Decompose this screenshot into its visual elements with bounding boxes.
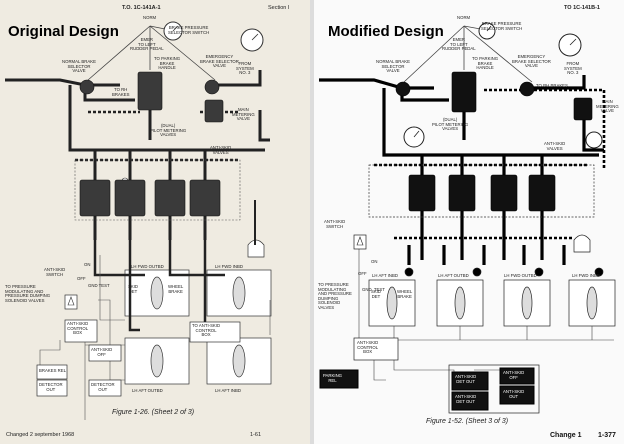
- pressure-modulating-label: TO PRESSURE MODULATING AND PRESSURE DUMP…: [318, 282, 352, 310]
- emer-pedal-label: EMER TO LEFT RUDDER PEDAL: [130, 37, 164, 52]
- on-label: ON: [84, 262, 91, 267]
- emer-pedal-label: EMER TO LEFT RUDDER PEDAL: [442, 37, 476, 52]
- brakes-rel-label: BRAKES REL: [39, 368, 66, 373]
- parking-handle-label: TO PARKING BRAKE HANDLE: [472, 56, 499, 71]
- gnd-test-label: GND TEST: [88, 283, 110, 288]
- pilot-metering-label: (DUAL) PILOT METERING VALVES: [150, 123, 187, 138]
- detector-out-label: DETECTOR OUT: [39, 382, 63, 392]
- lh-fwd-outbd-label: LH FWD OUTBD: [131, 264, 164, 269]
- on-label: ON: [371, 259, 378, 264]
- control-box-label: ANTI-SKID CONTROL BOX: [67, 321, 89, 336]
- antiskid-off-label: ANTI-SKID OFF: [91, 347, 113, 357]
- antiskid-out-label-1: ANTI-SKID DET OUT: [455, 374, 477, 384]
- main-metering-label: MAIN METERING VALVE: [232, 107, 255, 122]
- antiskid-out-label: ANTI-SKID OUT: [503, 389, 525, 399]
- document-number: TO 1C-141B-1: [564, 5, 600, 11]
- antiskid-switch-label: ANTI-SKID SWITCH: [44, 267, 66, 277]
- footer-change-date: Changed 2 september 1968: [6, 432, 75, 438]
- antiskid-switch-box: [353, 234, 367, 250]
- modified-brake-schematic: [319, 22, 616, 414]
- pressure-modulating-label: TO PRESSURE MODULATING AND PRESSURE DUMP…: [5, 284, 51, 303]
- original-design-page: Original Design T.O. 1C-141A-1 Section I…: [0, 0, 310, 444]
- pilot-metering-label: (DUAL) PILOT METERING VALVES: [432, 117, 469, 132]
- emergency-valve-label: EMERGENCY BRAKE SELECTOR VALVE: [512, 54, 551, 69]
- emergency-valve-label: EMERGENCY BRAKE SELECTOR VALVE: [200, 54, 239, 69]
- skid-det-label: SKID DET: [128, 284, 139, 294]
- document-number: T.O. 1C-141A-1: [122, 5, 161, 11]
- normal-valve-label: NORMAL BRAKE SELECTOR VALVE: [62, 59, 96, 74]
- modified-design-heading: Modified Design: [328, 23, 444, 40]
- footer-change: Change 1: [550, 432, 582, 439]
- antiskid-switch-box: [64, 294, 78, 310]
- from-system-label: FROM SYSTEM NO. 3: [236, 61, 254, 76]
- selector-switch-label: BRAKE PRESSURE SELECTOR SWITCH: [168, 25, 210, 35]
- control-box: [64, 319, 98, 343]
- lh-fwd-outbd-label: LH FWD OUTBD: [504, 273, 537, 278]
- from-system-label: FROM SYSTEM NO. 3: [564, 61, 582, 76]
- to-rh-brakes-label: TO RH BRAKES: [536, 83, 568, 88]
- norm-label: NORM: [143, 15, 157, 20]
- normal-valve-label: NORMAL BRAKE SELECTOR VALVE: [376, 59, 410, 74]
- skid-det-label: SKID DET: [371, 289, 382, 299]
- brakes-rel-label: PARKING REL: [323, 373, 343, 383]
- footer-page-number: 1-61: [250, 432, 262, 438]
- main-metering-valve-body: [137, 71, 163, 111]
- antiskid-valves-label: ANTI-SKID VALVES: [544, 141, 566, 151]
- antiskid-switch-label: ANTI-SKID SWITCH: [324, 219, 346, 229]
- figure-caption: Figure 1-52. (Sheet 3 of 3): [426, 418, 509, 425]
- footer-page-number: 1-377: [598, 432, 616, 439]
- lh-aft-inbd-label: LH AFT INBD: [215, 388, 241, 393]
- gnd-test-label: GND TEST: [362, 287, 385, 292]
- parking-handle-label: TO PARKING BRAKE HANDLE: [154, 56, 181, 71]
- to-antiskid-box-label: TO ANTI-SKID CONTROL BOX: [192, 323, 221, 338]
- wheel-brake-label: WHEEL BRAKE: [397, 289, 413, 299]
- selector-switch-label: BRAKE PRESSURE SELECTOR SWITCH: [481, 21, 523, 31]
- antiskid-off-label: ANTI-SKID OFF: [503, 370, 525, 380]
- lh-aft-outbd-label: LH AFT OUTBD: [438, 273, 469, 278]
- original-design-heading: Original Design: [8, 23, 119, 40]
- off-label: OFF: [77, 276, 86, 281]
- lh-fwd-inbd-label: LH FWD INBD: [215, 264, 243, 269]
- norm-label: NORM: [457, 15, 471, 20]
- off-label: OFF: [358, 271, 367, 276]
- original-brake-schematic: [5, 21, 272, 420]
- antiskid-valves-label: ANTI-SKID VALVES: [210, 145, 232, 155]
- control-box-label: ANTI-SKID CONTROL BOX: [357, 340, 379, 355]
- main-metering-valve-body: [451, 71, 477, 113]
- to-rh-brakes-label: TO RH BRAKES: [112, 87, 130, 97]
- lh-aft-inbd-label: LH AFT INBD: [372, 273, 398, 278]
- wheel-brake-label: WHEEL BRAKE: [168, 284, 184, 294]
- main-metering-label: MAIN METERING VALVE: [596, 99, 619, 114]
- figure-caption: Figure 1-26. (Sheet 2 of 3): [112, 409, 195, 416]
- lh-aft-outbd-label: LH AFT OUTBD: [132, 388, 163, 393]
- section-label: Section I: [268, 5, 290, 11]
- modified-design-page: Modified Design TO 1C-141B-1 NORM EMER T…: [314, 0, 624, 444]
- antiskid-out-label-2: ANTI-SKID DET OUT: [455, 394, 477, 404]
- detect-out-label: DETECTOR OUT: [91, 382, 115, 392]
- lh-fwd-inbd-label: LH FWD INBD: [572, 273, 600, 278]
- control-box: [353, 337, 399, 361]
